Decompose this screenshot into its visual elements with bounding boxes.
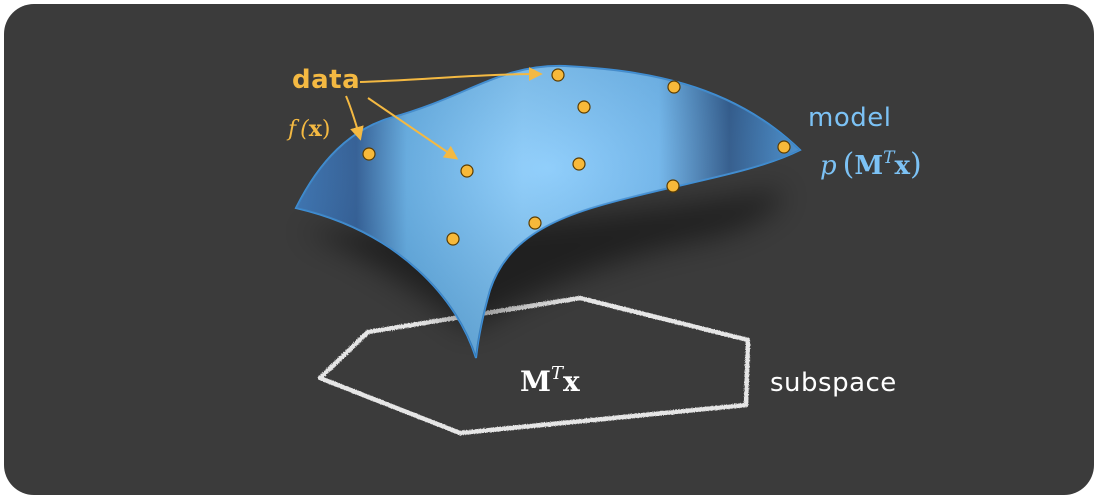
data-point: [528, 216, 542, 230]
data-arrow-to-middle: [367, 97, 459, 160]
surface-shadow: [300, 190, 782, 330]
data-point: [446, 232, 460, 246]
data-point: [551, 68, 565, 82]
data-point: [577, 100, 591, 114]
data-points: [362, 68, 791, 246]
data-point: [666, 179, 680, 193]
data-point: [667, 80, 681, 94]
subspace-label: subspace: [770, 368, 897, 398]
model-label: model: [808, 103, 891, 133]
surface-highlight: [296, 65, 800, 358]
data-arrow-to-left: [345, 95, 364, 141]
data-point: [362, 147, 376, 161]
f-of-x-label: f(x): [286, 116, 330, 142]
data-point: [460, 164, 474, 178]
data-point: [777, 140, 791, 154]
data-label: data: [292, 65, 360, 95]
subspace-outline: [317, 295, 751, 436]
p-of-mtx-label: p(MTx): [820, 147, 922, 182]
data-point: [572, 157, 586, 171]
subspace-mtx-label: MTx: [520, 363, 580, 398]
data-arrow-to-top: [359, 67, 543, 83]
